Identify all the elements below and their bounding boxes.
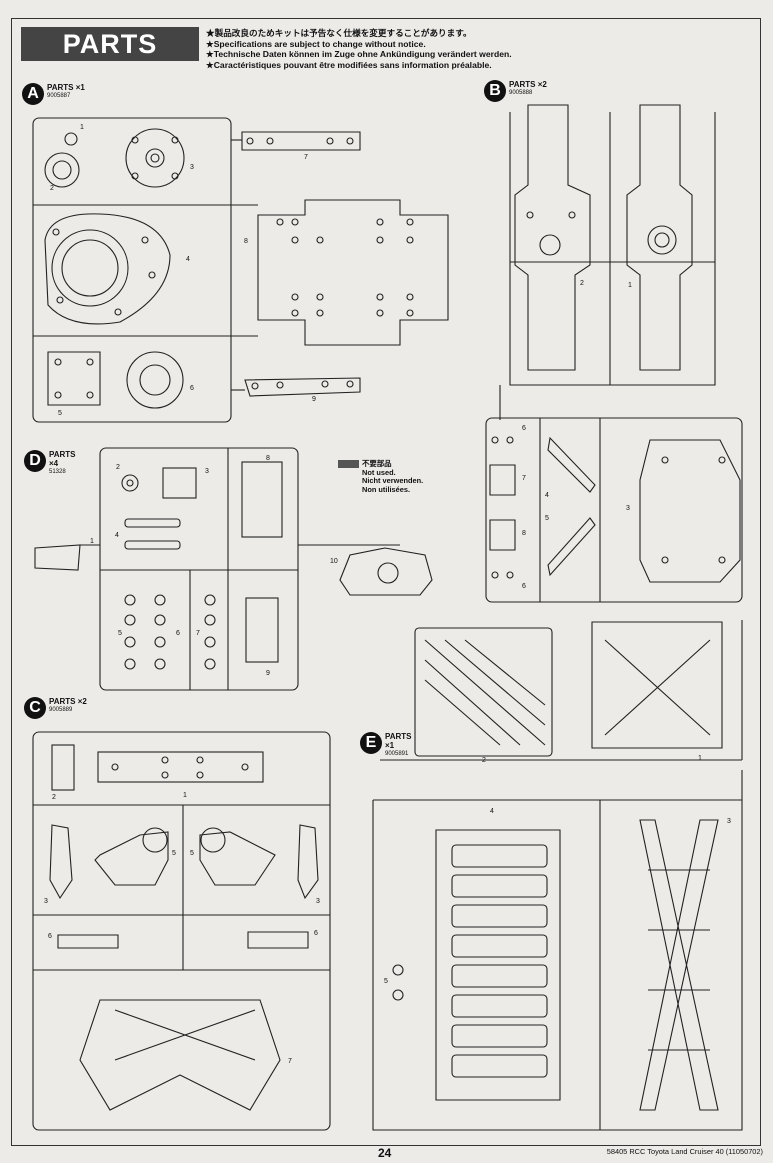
tree-e-qty: ×1 <box>385 741 395 750</box>
part-number: 5 <box>118 630 122 637</box>
not-used-legend: 不要部品 Not used. Nicht verwenden. Non util… <box>338 459 424 494</box>
tree-b-parts <box>489 104 741 583</box>
part-number: 4 <box>115 532 119 539</box>
tree-e-upper <box>380 620 743 761</box>
spec-notes: ★製品改良のためキットは予告なく仕様を変更することがあります。 ★Specifi… <box>206 28 512 70</box>
tree-b-qty: PARTS ×2 <box>509 80 547 89</box>
not-used-de: Nicht verwenden. <box>362 476 424 486</box>
tree-c-qty: PARTS ×2 <box>49 697 87 706</box>
part-number: 1 <box>90 538 94 545</box>
tree-a-qty: PARTS ×1 <box>47 83 85 92</box>
part-number: 7 <box>522 475 526 482</box>
not-used-swatch <box>338 460 359 469</box>
part-number: 1 <box>183 792 187 799</box>
part-number: 4 <box>545 492 549 499</box>
tree-a-letter: A <box>22 83 44 105</box>
tree-d-code: 51328 <box>49 469 66 475</box>
page-number: 24 <box>378 1146 392 1160</box>
part-number: 5 <box>384 978 388 985</box>
tree-a-parts <box>44 128 449 409</box>
tree-a-runner <box>32 117 258 423</box>
note-jp: ★製品改良のためキットは予告なく仕様を変更することがあります。 <box>206 28 472 38</box>
part-number: 3 <box>205 468 209 475</box>
part-number: 8 <box>266 455 270 462</box>
part-number: 3 <box>626 505 630 512</box>
tree-e-label: PARTS <box>385 732 412 741</box>
tree-d-letter: D <box>24 450 46 472</box>
tree-e-letter: E <box>360 732 382 754</box>
part-number: 10 <box>330 558 338 565</box>
not-used-en: Not used. <box>362 467 396 477</box>
part-number: 4 <box>186 256 190 263</box>
part-number: 6 <box>314 930 318 937</box>
part-number: 7 <box>196 630 200 637</box>
part-number: 3 <box>316 898 320 905</box>
part-number: 3 <box>44 898 48 905</box>
page-frame <box>11 18 761 1146</box>
part-number: 3 <box>727 818 731 825</box>
part-number: 6 <box>522 425 526 432</box>
tree-c-letter: C <box>24 697 46 719</box>
tree-c-parts <box>49 744 319 1111</box>
part-number: 1 <box>628 282 632 289</box>
part-number: 7 <box>304 154 308 161</box>
part-number: 8 <box>244 238 248 245</box>
note-de: ★Technische Daten können im Zuge ohne An… <box>206 49 512 60</box>
part-number: 2 <box>482 757 486 764</box>
parts-title-banner: PARTS <box>21 27 199 61</box>
tree-c-code: 9005889 <box>49 707 73 713</box>
part-number: 6 <box>522 583 526 590</box>
part-number: 1 <box>698 755 702 762</box>
part-number: 6 <box>190 385 194 392</box>
tree-d-runner <box>80 447 400 691</box>
footer-caption: 58405 RCC Toyota Land Cruiser 40 (110507… <box>606 1147 763 1156</box>
part-number: 2 <box>116 464 120 471</box>
part-number: 7 <box>288 1058 292 1065</box>
part-number: 4 <box>490 808 494 815</box>
tree-e-badge: E PARTS ×1 9005891 <box>360 732 412 759</box>
tree-d-parts <box>34 461 433 670</box>
part-number: 9 <box>312 396 316 403</box>
tree-a-badge: A PARTS ×1 9005887 <box>22 83 85 105</box>
part-number: 9 <box>266 670 270 677</box>
tree-b-code: 9005888 <box>509 90 533 96</box>
tree-d-label: PARTS <box>49 450 76 459</box>
part-number: 8 <box>522 530 526 537</box>
note-en: ★Specifications are subject to change wi… <box>206 38 426 49</box>
tree-e-runner <box>372 770 743 1131</box>
tree-b-letter: B <box>484 80 506 102</box>
tree-a-code: 9005887 <box>47 93 71 99</box>
tree-d-qty: ×4 <box>49 459 59 468</box>
not-used-jp: 不要部品 <box>362 459 392 468</box>
part-number: 6 <box>176 630 180 637</box>
part-number: 5 <box>172 850 176 857</box>
tree-c-runner <box>32 731 331 1131</box>
part-number: 5 <box>190 850 194 857</box>
tree-e-code: 9005891 <box>385 751 409 757</box>
tree-e-parts <box>392 819 719 1111</box>
tree-b-badge: B PARTS ×2 9005888 <box>484 80 547 102</box>
part-number: 1 <box>80 124 84 131</box>
not-used-fr: Non utilisées. <box>362 484 411 494</box>
page-title: PARTS <box>62 28 158 59</box>
part-number: 5 <box>58 410 62 417</box>
part-number: 6 <box>48 933 52 940</box>
tree-b-runner <box>485 112 743 603</box>
part-number: 5 <box>545 515 549 522</box>
tree-c-badge: C PARTS ×2 9005889 <box>24 697 87 719</box>
part-number: 2 <box>580 280 584 287</box>
part-number: 3 <box>190 164 194 171</box>
note-fr: ★Caractéristiques pouvant être modifiées… <box>206 59 492 70</box>
part-number: 2 <box>50 185 54 192</box>
tree-d-badge: D PARTS ×4 51328 <box>24 450 76 477</box>
part-number: 2 <box>52 794 56 801</box>
